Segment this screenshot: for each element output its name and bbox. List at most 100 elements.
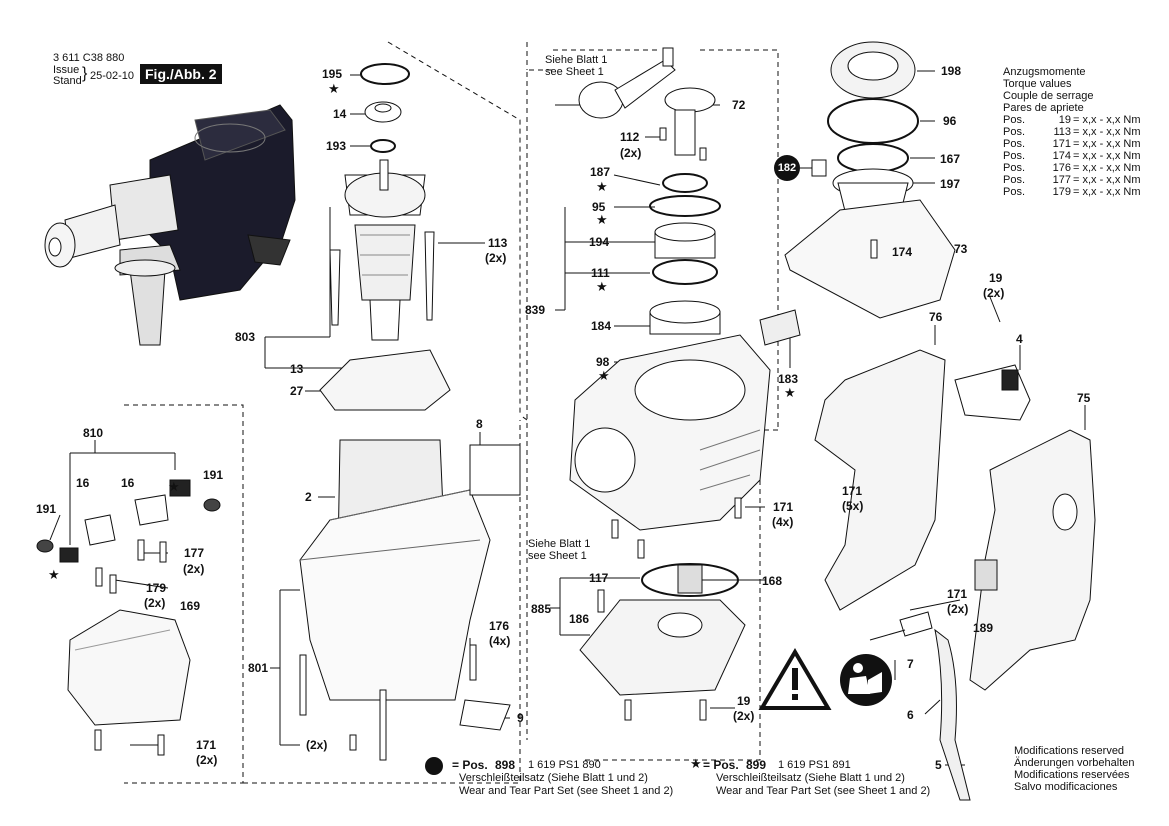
hammer-drill-illustration (44, 104, 296, 346)
torque-title-es: Pares de apriete (1003, 102, 1084, 114)
part-label-16-right: 16 (121, 476, 135, 490)
part-label-112-qty: (2x) (620, 146, 642, 160)
wear-set-a-pos: 898 (495, 758, 516, 772)
part-label-803: 803 (235, 330, 256, 344)
part-label-171-a: 171 (196, 738, 217, 752)
part-label-112: 112 (620, 130, 640, 144)
part-label-167: 167 (940, 152, 961, 166)
part-label-5: 5 (935, 758, 942, 772)
part-label-191-left: 191 (36, 502, 57, 516)
torque-row: Pos.174= x,x - x,x Nm (1003, 150, 1141, 162)
part-label-187: 187 (590, 165, 611, 179)
torque-row: Pos.19= x,x - x,x Nm (1003, 114, 1141, 126)
wear-set-a-line1: Verschleißteilsatz (Siehe Blatt 1 und 2) (459, 772, 648, 784)
part-label-72: 72 (732, 98, 746, 112)
sheet-ref-mid-de: Siehe Blatt 1 (528, 538, 591, 550)
gear-housing-illustration (569, 47, 771, 559)
part-label-177: 177 (184, 546, 205, 560)
part-label-168: 168 (762, 574, 783, 588)
part-label-16-left: 16 (76, 476, 90, 490)
part-label-194: 194 (589, 235, 610, 249)
part-label-19-b-qty: (2x) (983, 286, 1005, 300)
torque-row: Pos.176= x,x - x,x Nm (1003, 162, 1141, 174)
wear-star: ★ (328, 81, 340, 96)
part-label-111: 111 (591, 266, 610, 280)
wear-set-b-line2: Wear and Tear Part Set (see Sheet 1 and … (716, 785, 931, 797)
sheet-ref-top-de: Siehe Blatt 1 (545, 54, 608, 66)
part-label-885: 885 (531, 602, 552, 616)
dashed-frame-armature (387, 41, 521, 415)
wear-star: ★ (168, 479, 180, 494)
motor-housing-illustration (299, 439, 521, 761)
torque-row: Pos.179= x,x - x,x Nm (1003, 186, 1141, 198)
sheet-ref-mid-en: see Sheet 1 (528, 550, 587, 562)
wear-star: ★ (596, 179, 608, 194)
part-label-171-b-qty: (4x) (772, 515, 794, 529)
part-label-171-b: 171 (773, 500, 794, 514)
part-label-4: 4 (1016, 332, 1023, 346)
wear-set-b-number: 1 619 PS1 891 (778, 759, 851, 771)
part-label-6: 6 (907, 708, 914, 722)
part-label-182: 182 (774, 155, 800, 181)
note-line-es: Salvo modificaciones (1014, 781, 1118, 793)
part-label-113: 113 (488, 236, 508, 250)
dashed-frame-housing (243, 420, 521, 784)
flange-illustration (579, 563, 746, 721)
part-label-801-qty: (2x) (306, 738, 328, 752)
figure-badge: Fig./Abb. 2 (140, 64, 222, 84)
part-label-96: 96 (943, 114, 957, 128)
part-label-184: 184 (591, 319, 612, 333)
torque-table: Anzugsmomente Torque values Couple de se… (1003, 66, 1141, 198)
part-label-171-c-qty: (5x) (842, 499, 864, 513)
part-label-198: 198 (941, 64, 962, 78)
part-label-186: 186 (569, 612, 590, 626)
part-label-191-right: 191 (203, 468, 224, 482)
armature-illustration (319, 63, 451, 411)
wear-star: ★ (48, 567, 60, 582)
part-label-179-qty: (2x) (144, 596, 166, 610)
wear-set-a-number: 1 619 PS1 890 (528, 759, 601, 771)
part-label-19-b: 19 (989, 271, 1003, 285)
part-label-176: 176 (489, 619, 510, 633)
part-label-174: 174 (892, 245, 913, 259)
wear-star: ★ (598, 368, 610, 383)
read-manual-icon (840, 654, 892, 706)
torque-row: Pos.171= x,x - x,x Nm (1003, 138, 1141, 150)
brace-symbol: } (82, 65, 88, 82)
issue-date: 25-02-10 (90, 70, 135, 82)
part-label-197: 197 (940, 177, 961, 191)
wear-set-star-icon: ★ (690, 756, 702, 771)
part-label-27: 27 (290, 384, 304, 398)
dashed-frame-brush (124, 404, 244, 784)
brush-assembly-illustration (36, 479, 221, 756)
note-line-en: Modifications reserved (1014, 745, 1125, 757)
wear-star: ★ (596, 212, 608, 227)
part-label-2: 2 (305, 490, 312, 504)
part-label-9: 9 (517, 711, 524, 725)
part-label-171-d: 171 (947, 587, 968, 601)
part-label-189: 189 (973, 621, 994, 635)
part-label-98: 98 (596, 355, 610, 369)
torque-title-en: Torque values (1003, 78, 1072, 90)
torque-title-de: Anzugsmomente (1003, 66, 1086, 78)
part-label-14: 14 (333, 107, 347, 121)
part-label-19-a: 19 (737, 694, 751, 708)
torque-row: Pos.177= x,x - x,x Nm (1003, 174, 1141, 186)
stand-label: Stand (53, 75, 82, 87)
part-label-19-a-qty: (2x) (733, 709, 755, 723)
part-label-177-qty: (2x) (183, 562, 205, 576)
part-label-113-qty: (2x) (485, 251, 507, 265)
part-label-183: 183 (778, 372, 799, 386)
note-line-fr: Modifications reservées (1014, 769, 1130, 781)
top-cap-illustration (784, 41, 956, 319)
part-label-801: 801 (248, 661, 269, 675)
part-label-171-a-qty: (2x) (196, 753, 218, 767)
wear-set-b-pos: 899 (746, 758, 767, 772)
part-label-13: 13 (290, 362, 304, 376)
part-label-117: 117 (589, 571, 609, 585)
part-label-839: 839 (525, 303, 546, 317)
part-label-193: 193 (326, 139, 347, 153)
part-label-95: 95 (592, 200, 606, 214)
part-label-73: 73 (954, 242, 968, 256)
wear-set-b-line1: Verschleißteilsatz (Siehe Blatt 1 und 2) (716, 772, 905, 784)
